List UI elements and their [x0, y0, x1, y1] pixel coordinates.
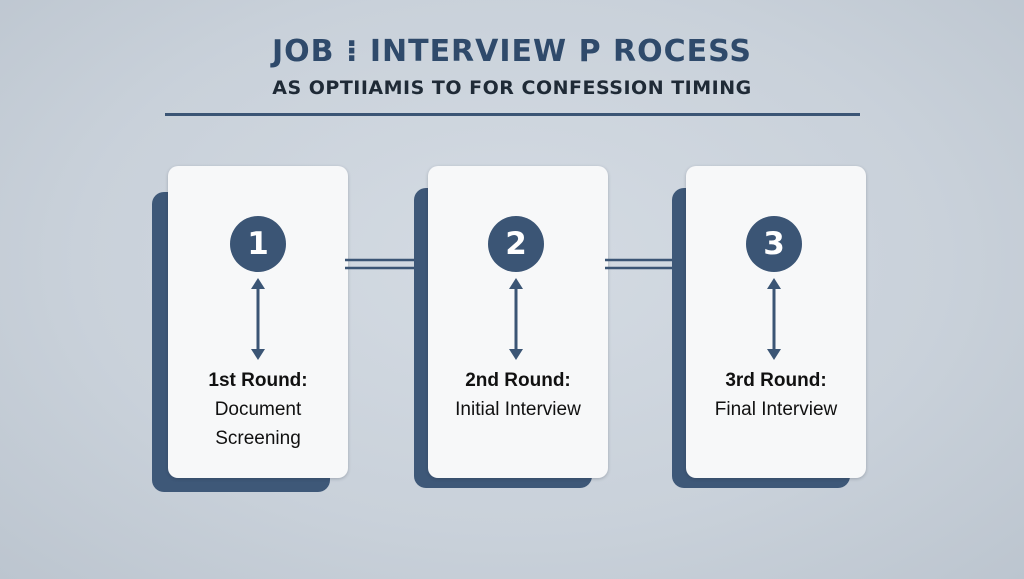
step-2-description: Initial Interview: [455, 399, 581, 420]
step-1-title: 1st Round:: [208, 370, 308, 391]
step-1-badge: 1: [230, 216, 286, 272]
title-divider: [165, 113, 860, 116]
step-3-label: 3rd Round: Final Interview: [686, 366, 866, 424]
step-3-title: 3rd Round:: [725, 370, 827, 391]
step-1-double-arrow-icon: [251, 278, 265, 360]
step-2-label: 2nd Round: Initial Interview: [428, 366, 608, 424]
step-2-double-arrow-icon: [509, 278, 523, 360]
diagram-subtitle: AS OPTIIAMIS TO FOR CONFESSION TIMING: [272, 77, 752, 99]
step-1-label: 1st Round: Document Screening: [168, 366, 348, 453]
step-2-badge: 2: [488, 216, 544, 272]
step-3-double-arrow-icon: [767, 278, 781, 360]
step-2-title: 2nd Round:: [465, 370, 571, 391]
diagram-title: JOB ⁝ INTERVIEW P ROCESS: [272, 34, 752, 69]
step-3-badge: 3: [746, 216, 802, 272]
step-3-description: Final Interview: [714, 399, 838, 420]
step-1-description: Document Screening: [214, 399, 302, 449]
